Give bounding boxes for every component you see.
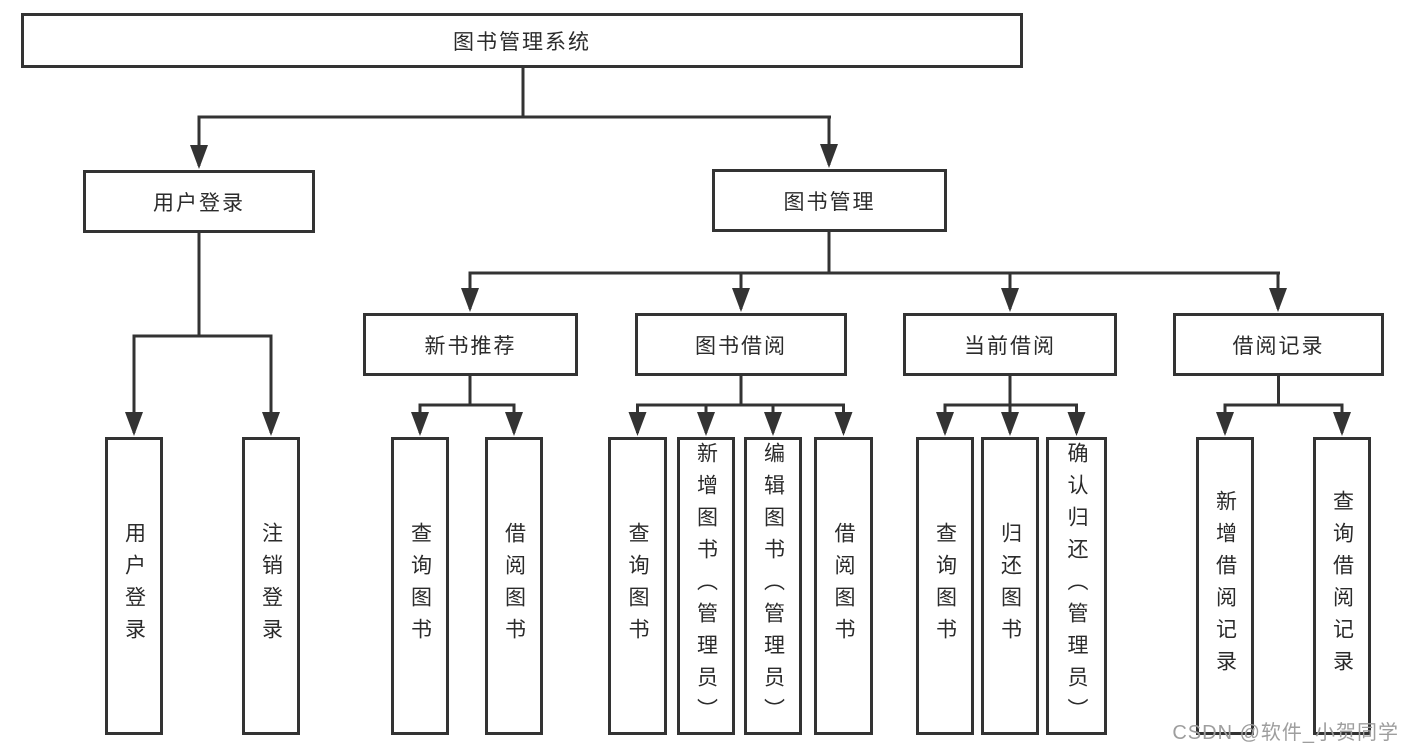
node-label: 当前借阅	[964, 334, 1056, 358]
leaf-borrow-books: 借阅图书	[814, 437, 873, 735]
leaf-confirm-return-admin: 确认归还（管理员）	[1046, 437, 1107, 735]
node-user-login: 用户登录	[83, 170, 315, 233]
node-label: 图书借阅	[695, 334, 787, 358]
leaf-query-borrow-record: 查询借阅记录	[1313, 437, 1371, 735]
leaf-label: 注销登录	[259, 522, 283, 650]
leaf-label: 用户登录	[122, 522, 146, 650]
leaf-label: 归还图书	[998, 522, 1022, 650]
leaf-label: 查询图书	[626, 522, 649, 650]
leaf-label: 查询图书	[408, 522, 432, 650]
leaf-query-books: 查询图书	[916, 437, 974, 735]
node-label: 图书管理系统	[453, 30, 591, 54]
node-label: 借阅记录	[1232, 334, 1325, 358]
leaf-edit-book-admin: 编辑图书（管理员）	[744, 437, 802, 735]
leaf-label: 确认归还（管理员）	[1065, 442, 1088, 730]
leaf-label: 新增图书（管理员）	[694, 442, 718, 730]
leaf-label: 编辑图书（管理员）	[761, 442, 785, 730]
leaf-logout: 注销登录	[242, 437, 300, 735]
leaf-add-borrow-record: 新增借阅记录	[1196, 437, 1254, 735]
leaf-user-login: 用户登录	[105, 437, 163, 735]
node-label: 用户登录	[153, 191, 245, 215]
node-borrowing-records: 借阅记录	[1173, 313, 1384, 376]
node-book-management: 图书管理	[712, 169, 947, 232]
node-current-borrowing: 当前借阅	[903, 313, 1117, 376]
leaf-query-books: 查询图书	[391, 437, 449, 735]
leaf-return-book: 归还图书	[981, 437, 1039, 735]
leaf-query-books: 查询图书	[608, 437, 667, 735]
leaf-label: 新增借阅记录	[1213, 490, 1237, 682]
leaf-label: 借阅图书	[832, 522, 855, 650]
leaf-label: 查询借阅记录	[1330, 490, 1354, 682]
leaf-borrow-books: 借阅图书	[485, 437, 543, 735]
node-library-management-system: 图书管理系统	[21, 13, 1023, 68]
leaf-label: 借阅图书	[502, 522, 526, 650]
leaf-label: 查询图书	[933, 522, 957, 650]
node-new-book-recommendation: 新书推荐	[363, 313, 578, 376]
node-label: 新书推荐	[424, 334, 517, 358]
node-book-borrowing: 图书借阅	[635, 313, 847, 376]
node-label: 图书管理	[783, 190, 876, 214]
leaf-add-book-admin: 新增图书（管理员）	[677, 437, 735, 735]
csdn-watermark: CSDN @软件_小贺同学	[1172, 722, 1399, 744]
